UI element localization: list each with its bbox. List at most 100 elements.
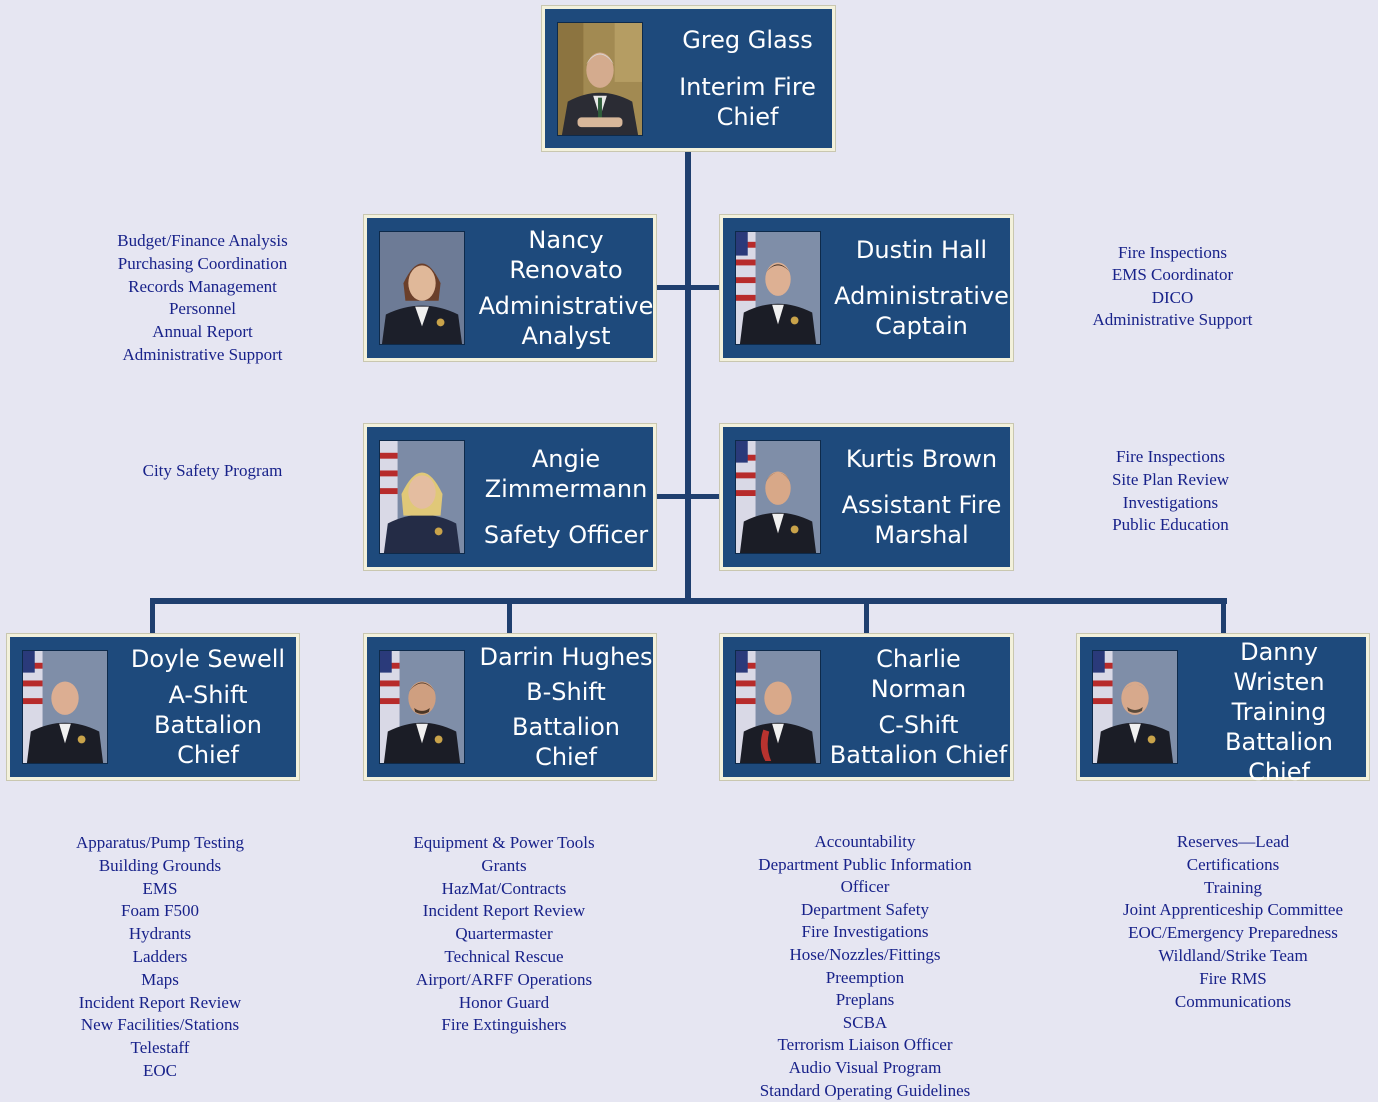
duty-item: Apparatus/Pump Testing <box>75 833 245 852</box>
duty-item: Honor Guard <box>458 992 550 1012</box>
connector-drop-training <box>1221 598 1226 634</box>
duty-item: Fire RMS <box>1199 968 1267 988</box>
person-title: Battalion Chief <box>1225 728 1333 786</box>
avatar <box>379 650 465 764</box>
duty-item: Annual Report <box>152 322 253 342</box>
card-assistant-fire-marshal: Kurtis Brown Assistant Fire Marshal <box>720 424 1013 570</box>
connector-trunk <box>685 152 691 600</box>
person-shift: Training <box>1231 698 1327 726</box>
connector-drop-a <box>150 598 155 634</box>
duty-item: Training <box>1204 877 1262 897</box>
duty-item: DICO <box>1151 287 1194 307</box>
avatar <box>379 440 465 554</box>
duty-item: Department Public Information <box>758 854 972 874</box>
duty-item: Accountability <box>814 832 916 851</box>
duty-item: Certifications <box>1186 854 1280 874</box>
duty-item: Foam F500 <box>121 901 199 921</box>
connector-drop-c <box>864 598 869 634</box>
person-name: Nancy Renovato <box>509 225 623 284</box>
duty-item: Communications <box>1174 991 1292 1011</box>
person-shift: C-Shift <box>878 711 959 740</box>
duty-item: Purchasing Coordination <box>117 253 288 273</box>
duty-item: Maps <box>141 969 179 989</box>
duty-item: Fire Investigations <box>801 922 929 942</box>
duty-item: Investigations <box>1122 492 1219 512</box>
person-name: Kurtis Brown <box>845 444 998 473</box>
person-shift: A-Shift <box>168 681 248 710</box>
connector-drop-b <box>507 598 512 634</box>
duty-item: Preplans <box>835 990 895 1010</box>
duty-item: Equipment & Power Tools <box>413 833 595 852</box>
connector-chiefs-bar <box>150 598 1227 604</box>
duty-item: Fire Inspections <box>1115 447 1226 466</box>
duty-item: Audio Visual Program <box>788 1057 942 1077</box>
person-title: Safety Officer <box>483 521 649 550</box>
card-c-shift-battalion-chief: Charlie Norman C-Shift Battalion Chief <box>720 634 1013 780</box>
duty-item: Hydrants <box>128 924 192 944</box>
duty-item: Public Education <box>1112 515 1229 535</box>
duty-item: HazMat/Contracts <box>441 878 567 898</box>
person-title: Administrative Captain <box>834 282 1009 341</box>
avatar <box>735 440 821 554</box>
avatar <box>22 650 108 764</box>
card-a-shift-battalion-chief: Doyle Sewell A-Shift Battalion Chief <box>7 634 299 780</box>
duty-item: Grants <box>481 855 527 875</box>
duty-item: Administrative Support <box>1092 310 1253 330</box>
person-name: Doyle Sewell <box>130 644 286 673</box>
duty-item: Technical Rescue <box>444 946 564 966</box>
avatar <box>735 650 821 764</box>
avatar <box>1092 650 1178 764</box>
duties-safety-officer: City Safety Program <box>80 460 345 483</box>
duty-item: Standard Operating Guidelines <box>759 1080 971 1100</box>
duty-item: Reserves—Lead <box>1176 832 1290 851</box>
card-training-battalion-chief: Danny Wristen Training Battalion Chief <box>1077 634 1369 786</box>
duty-item: Joint Apprenticeship Committee <box>1122 900 1344 920</box>
card-b-shift-battalion-chief: Darrin Hughes B-Shift Battalion Chief <box>364 634 656 780</box>
person-title: Assistant Fire Marshal <box>841 491 1002 550</box>
person-name: Dustin Hall <box>855 235 988 264</box>
person-title: Battalion Chief <box>512 713 620 771</box>
person-title-group: C-Shift Battalion Chief <box>830 710 1007 770</box>
duty-item: Administrative Support <box>122 344 283 364</box>
duty-item: Department Safety <box>801 899 929 919</box>
duty-item: New Facilities/Stations <box>80 1015 240 1035</box>
duty-item: Wildland/Strike Team <box>1158 945 1308 965</box>
duty-item: Terrorism Liaison Officer <box>777 1035 953 1055</box>
duty-item: Quartermaster <box>455 924 553 944</box>
card-administrative-analyst: Nancy Renovato Administrative Analyst <box>364 215 656 361</box>
connector-staff-row1 <box>655 285 721 290</box>
connector-staff-row2 <box>655 494 721 499</box>
duty-item: Incident Report Review <box>422 901 586 921</box>
person-title: Battalion Chief <box>829 741 1008 770</box>
person-name: Greg Glass <box>682 26 813 55</box>
person-title: Battalion Chief <box>154 711 262 770</box>
duty-item: Building Grounds <box>98 855 222 875</box>
duty-item: Fire Inspections <box>1117 243 1228 262</box>
duty-item: Preemption <box>825 967 905 987</box>
duty-item: EMS <box>142 878 178 898</box>
duty-item: EOC <box>143 1060 177 1080</box>
avatar <box>379 231 465 345</box>
duty-item: Fire Extinguishers <box>441 1015 567 1035</box>
avatar <box>557 22 643 136</box>
card-fire-chief: Greg Glass Interim Fire Chief <box>542 6 835 151</box>
duty-item: EOC/Emergency Preparedness <box>1128 923 1338 943</box>
card-administrative-captain: Dustin Hall Administrative Captain <box>720 215 1013 361</box>
person-title: Administrative Analyst <box>478 292 654 351</box>
person-name: Danny Wristen <box>1233 638 1325 696</box>
duty-item: SCBA <box>842 1012 888 1032</box>
duty-item: Incident Report Review <box>78 992 242 1012</box>
avatar <box>735 231 821 345</box>
person-title-group: A-Shift Battalion Chief <box>120 680 296 770</box>
person-shift: B-Shift <box>526 678 606 706</box>
duty-item: City Safety Program <box>142 461 283 480</box>
duty-item: Records Management <box>128 276 277 296</box>
person-name: Charlie Norman <box>870 644 967 703</box>
